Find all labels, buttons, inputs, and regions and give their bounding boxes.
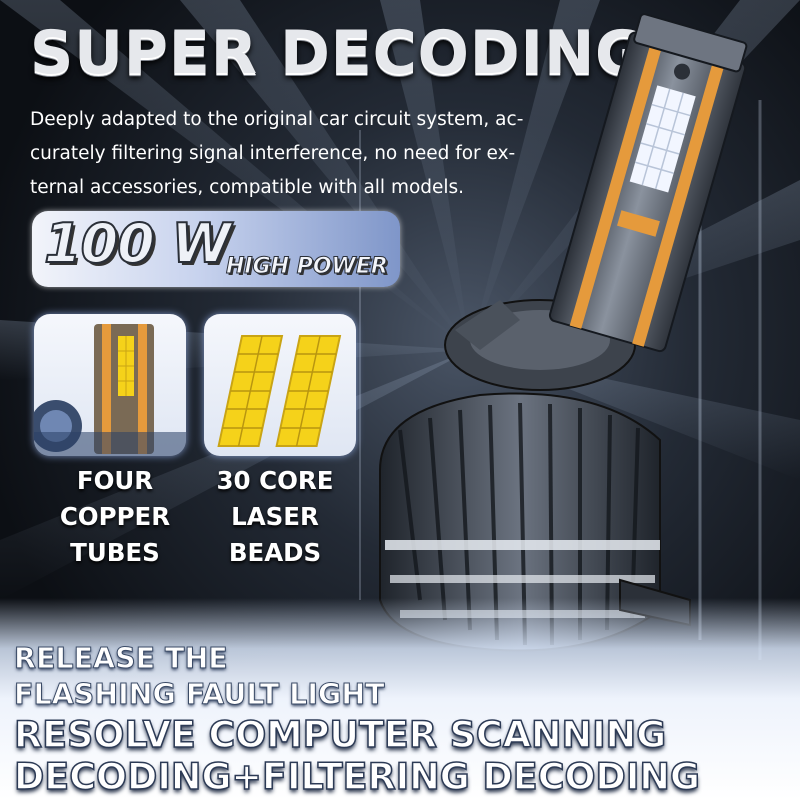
- description-line: Deeply adapted to the original car circu…: [30, 109, 524, 130]
- feature-label-line: TUBES: [70, 538, 160, 567]
- feature-label-copper-tubes: FOUR COPPER TUBES: [30, 463, 200, 571]
- release-line: FLASHING FAULT LIGHT: [14, 678, 386, 712]
- power-banner: [32, 211, 400, 287]
- release-line: RELEASE THE: [14, 642, 229, 676]
- wattage: 100 W: [43, 211, 232, 276]
- headline: SUPER DECODING: [30, 18, 646, 88]
- feature-label-line: COPPER: [59, 502, 171, 531]
- led-tower: [548, 13, 748, 353]
- bottom-panel: [0, 598, 800, 800]
- copper-tube-bulb-icon: [34, 324, 186, 456]
- power-label: HIGH POWER: [226, 254, 389, 280]
- feature-card-copper-tubes: [34, 314, 186, 456]
- description-line: curately filtering signal interference, …: [30, 143, 516, 164]
- feature-label-line: BEADS: [228, 538, 322, 567]
- resolve-line: RESOLVE COMPUTER SCANNING: [13, 713, 667, 757]
- resolve-line: DECODING+FILTERING DECODING: [13, 755, 700, 799]
- feature-card-laser-beads: [204, 314, 356, 456]
- led-chip-icon: [217, 335, 342, 447]
- description: Deeply adapted to the original car circu…: [30, 103, 590, 205]
- description-line: ternal accessories, compatible with all …: [30, 177, 465, 198]
- feature-label-line: FOUR: [76, 466, 154, 495]
- feature-label-line: 30 CORE: [216, 466, 334, 495]
- resolve-text: RESOLVE COMPUTER SCANNING DECODING+FILTE…: [13, 713, 700, 799]
- feature-label-line: LASER: [231, 502, 319, 531]
- feature-label-laser-beads: 30 CORE LASER BEADS: [190, 463, 360, 571]
- release-text: RELEASE THE FLASHING FAULT LIGHT: [14, 641, 386, 713]
